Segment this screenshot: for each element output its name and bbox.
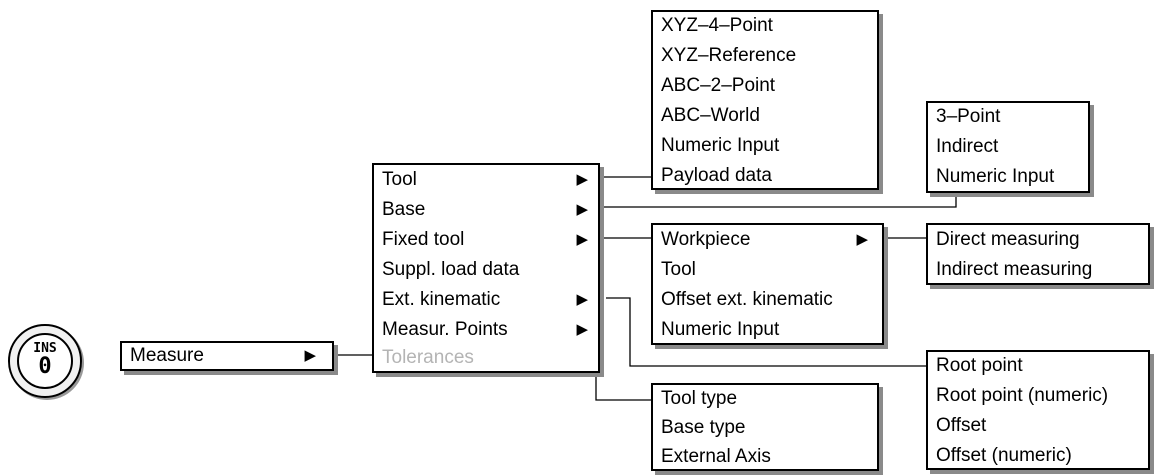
menu-item-workpiece[interactable]: Workpiece ▶	[661, 225, 876, 255]
menu-item-label: Tolerances	[382, 347, 474, 368]
ins-key-icon[interactable]: INS 0	[8, 324, 82, 398]
menu-item-tolerances: Tolerances	[382, 343, 592, 373]
menu-item-tool[interactable]: Tool ▶	[382, 165, 592, 195]
menu-item-fixed-tool[interactable]: Fixed tool ▶	[382, 225, 592, 255]
menu-item-xyz-4-point[interactable]: XYZ–4–Point	[661, 15, 773, 36]
menu-item-measure[interactable]: Measure ▶	[130, 341, 326, 371]
fixed-tool-submenu: Workpiece ▶ Tool Offset ext. kinematic N…	[651, 223, 884, 345]
menu-item-payload-data[interactable]: Payload data	[661, 165, 772, 186]
menu-item-offset[interactable]: Offset	[936, 415, 987, 436]
menu-item-label: Suppl. load data	[382, 259, 520, 280]
base-submenu: 3–Point Indirect Numeric Input	[926, 101, 1090, 193]
measure-menu: Measure ▶	[120, 341, 334, 371]
menu-item-suppl-load-data[interactable]: Suppl. load data	[382, 255, 592, 285]
menu-item-tool-type[interactable]: Tool type	[661, 388, 738, 409]
ext-kinematic-submenu: Root point Root point (numeric) Offset O…	[926, 350, 1150, 470]
menu-item-numeric-input[interactable]: Numeric Input	[661, 319, 780, 340]
submenu-arrow-icon: ▶	[576, 231, 588, 248]
menu-item-root-point-numeric[interactable]: Root point (numeric)	[936, 385, 1109, 406]
submenu-arrow-icon: ▶	[576, 171, 588, 188]
menu-item-indirect[interactable]: Indirect	[936, 136, 999, 157]
menu-item-3-point[interactable]: 3–Point	[936, 106, 1001, 127]
menu-item-label: Measure	[130, 345, 204, 366]
measur-points-submenu: Tool type Base type External Axis	[651, 383, 879, 471]
connector-base	[600, 193, 957, 208]
menu-item-external-axis[interactable]: External Axis	[661, 446, 771, 467]
menu-item-root-point[interactable]: Root point	[936, 355, 1023, 376]
menu-item-xyz-reference[interactable]: XYZ–Reference	[661, 45, 797, 66]
menu-item-direct-measuring[interactable]: Direct measuring	[936, 229, 1080, 250]
tool-submenu: XYZ–4–Point XYZ–Reference ABC–2–Point AB…	[651, 10, 879, 190]
submenu-arrow-icon: ▶	[576, 291, 588, 308]
menu-item-indirect-measuring[interactable]: Indirect measuring	[936, 259, 1093, 280]
menu-item-label: Base	[382, 199, 426, 220]
connector-measur-points	[595, 338, 651, 401]
menu-item-base[interactable]: Base ▶	[382, 195, 592, 225]
menu-item-label: Ext. kinematic	[382, 289, 501, 310]
menu-item-abc-world[interactable]: ABC–World	[661, 105, 760, 126]
submenu-arrow-icon: ▶	[304, 347, 316, 364]
menu-item-label: Workpiece	[661, 229, 751, 250]
menu-item-measur-points[interactable]: Measur. Points ▶	[382, 315, 592, 345]
workpiece-submenu: Direct measuring Indirect measuring	[926, 223, 1150, 285]
menu-item-tool[interactable]: Tool	[661, 259, 696, 280]
ins-key-label: INS	[33, 341, 57, 356]
menu-item-numeric-input[interactable]: Numeric Input	[936, 166, 1055, 187]
menu-item-numeric-input[interactable]: Numeric Input	[661, 135, 780, 156]
menu-item-label: Measur. Points	[382, 319, 508, 340]
menu-item-label: Tool	[382, 169, 417, 190]
menu-item-offset-numeric[interactable]: Offset (numeric)	[936, 445, 1072, 466]
menu-item-base-type[interactable]: Base type	[661, 417, 746, 438]
main-menu: Tool ▶ Base ▶ Fixed tool ▶ Suppl. load d…	[372, 163, 600, 373]
menu-item-label: Fixed tool	[382, 229, 465, 250]
menu-item-ext-kinematic[interactable]: Ext. kinematic ▶	[382, 285, 592, 315]
submenu-arrow-icon: ▶	[576, 321, 588, 338]
ins-key-number: 0	[38, 354, 52, 379]
ins-key-face: INS 0	[17, 333, 73, 389]
menu-item-abc-2-point[interactable]: ABC–2–Point	[661, 75, 776, 96]
submenu-arrow-icon: ▶	[576, 201, 588, 218]
menu-item-offset-ext-kinematic[interactable]: Offset ext. kinematic	[661, 289, 833, 310]
submenu-arrow-icon: ▶	[856, 231, 868, 248]
